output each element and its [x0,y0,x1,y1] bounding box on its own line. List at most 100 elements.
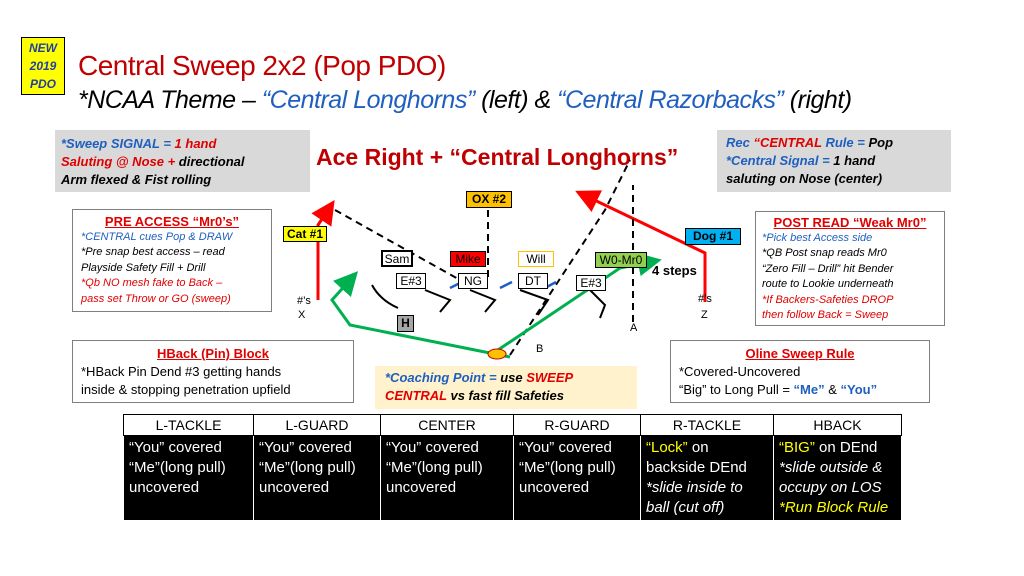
pre-access-box: PRE ACCESS “Mr0’s” *CENTRAL cues Pop & D… [72,209,272,312]
rec-central-rule-box: Rec “CENTRAL Rule = Pop *Central Signal … [717,130,951,192]
post-read-line: *If Backers-Safeties DROP [762,293,894,306]
rec-pop: Pop [868,135,894,150]
post-read-heading: POST READ “Weak Mr0” [773,215,927,230]
header-hback: HBACK [773,414,902,436]
slide-title: Central Sweep 2x2 (Pop PDO) [78,50,446,81]
cell-l-guard: “You” covered “Me”(long pull) uncovered [253,435,381,520]
hback-line: inside & stopping penetration upfield [81,382,291,397]
rec-line-2: *Central Signal = 1 hand [726,152,942,170]
z-receiver-label: Z [701,309,708,321]
pre-access-line: *Qb NO mesh fake to Back – [81,277,223,289]
cell-line: “You” covered [519,439,612,456]
coaching-point-box: *Coaching Point = use SWEEP CENTRAL vs f… [375,366,637,409]
subtitle-razorbacks: “Central Razorbacks” [557,86,784,114]
hback-line: *HBack Pin Dend #3 getting hands [81,364,282,379]
hback-heading: HBack (Pin) Block [157,346,269,361]
rec-rule: Rule = [821,135,869,150]
badge-line-new: NEW [29,41,57,55]
big-on-dend: on DEnd [814,439,878,456]
rec-line-1: Rec “CENTRAL Rule = Pop [726,134,942,152]
signal-hand: 1 hand [174,136,217,151]
ng-label: NG [458,273,488,289]
cell-line: “You” covered [259,439,352,456]
coach-central: CENTRAL [385,388,447,403]
z-route [575,190,707,302]
coach-line-1: *Coaching Point = use SWEEP [385,369,627,387]
oline-line-2: “Big” to Long Pull = “Me” & “You” [679,381,921,399]
cell-line: “BIG” on DEnd [779,438,896,458]
block-curve-2 [424,289,452,313]
pre-access-line: *Pre snap best access – read [81,246,225,258]
cell-line: “Lock” on [646,438,768,458]
pre-access-heading: PRE ACCESS “Mr0’s” [104,214,240,229]
a-label: A [630,322,638,334]
signal-saluting: Saluting @ Nose + [61,154,179,169]
post-read-line: route to Lookie underneath [762,278,894,290]
x-numbers-label: #’s [297,295,311,307]
cell-line: “You” covered [386,439,479,456]
b-label: B [536,343,544,355]
will-label: Will [518,251,554,267]
slide-subtitle: *NCAA Theme – “Central Longhorns” (left)… [78,86,852,115]
x-receiver-label: X [298,309,306,321]
dt-label: DT [518,273,548,289]
ox-2-label: OX #2 [466,191,512,208]
cell-r-guard: “You” covered “Me”(long pull) uncovered [513,435,641,520]
football-icon [487,348,507,360]
coach-label: *Coaching Point = [385,370,501,385]
cell-line: backside DEnd [646,459,747,476]
subtitle-right: (right) [783,86,852,114]
table-header-row: L-TACKLE L-GUARD CENTER R-GUARD R-TACKLE… [123,414,902,436]
cell-hback: “BIG” on DEnd *slide outside & occupy on… [773,435,902,520]
lock-word: “Lock” [646,439,688,456]
signal-line-2: Saluting @ Nose + directional [61,153,304,171]
rec-label: Rec [726,135,754,150]
oline-you: “You” [840,382,878,397]
x-route [311,200,335,300]
block-curve-3 [469,289,497,313]
oline-me: “Me” [793,382,825,397]
badge-line-year: 2019 [29,59,57,73]
post-read-line: “Zero Fill – Drill” hit Bender [762,262,894,275]
signal-line-3: Arm flexed & Fist rolling [61,172,212,187]
oline-sweep-rule-box: Oline Sweep Rule *Covered-Uncovered “Big… [670,340,930,403]
z-numbers-label: #’s [698,293,712,305]
cat-1-label: Cat #1 [283,226,327,242]
rec-signal-label: *Central Signal = [726,153,834,168]
cell-line: “Me”(long pull) [519,459,616,476]
cell-line: *slide outside & [779,459,883,476]
post-read-line: *QB Post snap reads Mr0 [762,247,887,259]
oline-heading: Oline Sweep Rule [745,346,855,361]
badge-line-pdo: PDO [29,77,56,91]
sweep-path [330,271,511,359]
coach-line-2: CENTRAL vs fast fill Safeties [385,387,627,405]
dashed-read-line-2 [509,159,631,356]
pre-access-line: pass set Throw or GO (sweep) [81,292,231,305]
four-steps-label: 4 steps [652,263,697,278]
dashed-read-line-1 [334,209,461,281]
big-word: “BIG” [779,439,815,456]
coach-sweep: SWEEP [526,370,574,385]
subtitle-left: (left) & [474,86,558,114]
block-curve-5 [589,289,607,319]
header-l-guard: L-GUARD [253,414,381,436]
dog-1-label: Dog #1 [685,228,741,245]
cell-line: “You” covered [129,439,222,456]
cell-line: “Me”(long pull) [386,459,483,476]
subtitle-theme: *NCAA Theme – [78,86,262,114]
cell-line: uncovered [386,479,457,496]
mike-label: Mike [450,251,486,267]
signal-directional: directional [178,154,245,169]
lock-on: on [687,439,709,456]
post-read-box: POST READ “Weak Mr0” *Pick best Access s… [755,211,945,326]
header-center: CENTER [380,414,514,436]
h-back-label: H [397,315,414,332]
header-l-tackle: L-TACKLE [123,414,254,436]
post-read-line: *Pick best Access side [762,231,873,244]
rec-central: “CENTRAL [753,135,822,150]
subtitle-longhorns: “Central Longhorns” [261,86,475,114]
cell-line: “Me”(long pull) [129,459,226,476]
e3-right-label: E#3 [576,275,606,291]
w0-mr0-label: W0-Mr0 [595,252,647,268]
new-2019-pdo-badge: NEW 2019 PDO [21,37,65,95]
